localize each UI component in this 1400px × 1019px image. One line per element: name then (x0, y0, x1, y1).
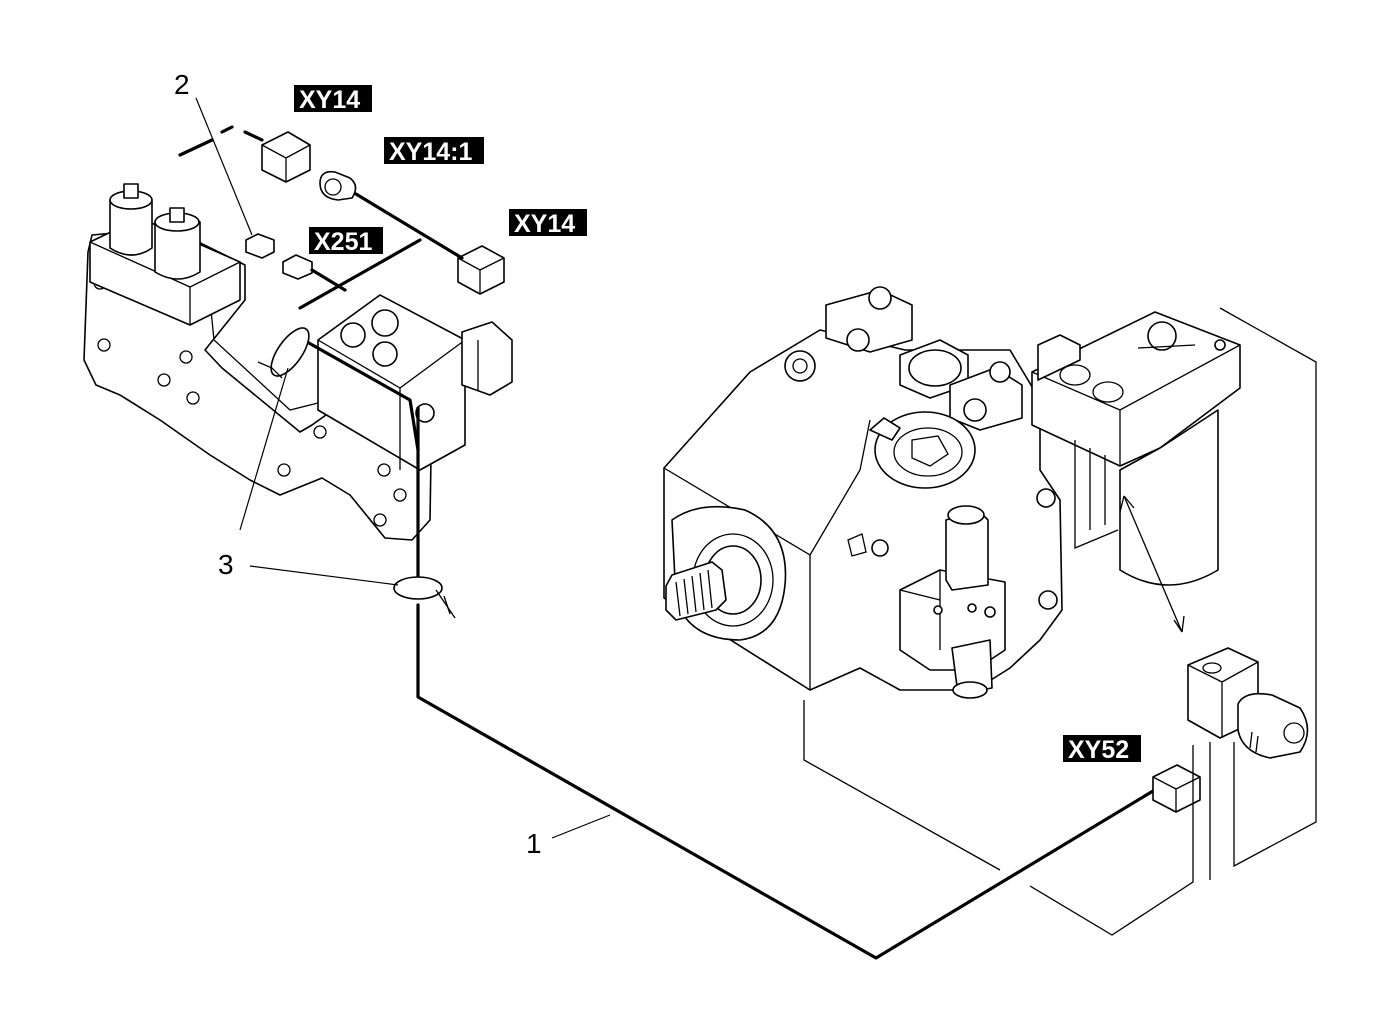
connector-x251-small (282, 254, 313, 280)
pressure-switch-assembly (1119, 495, 1309, 813)
filter-head (1031, 311, 1241, 467)
main-wiring-harness (298, 192, 1160, 960)
valve-block-assembly (83, 183, 513, 541)
valve-side-solenoid (461, 321, 513, 396)
cable-clip-upper (270, 327, 310, 377)
callout-number-1: 1 (526, 828, 542, 859)
connector-xy14-1-plug (319, 170, 357, 201)
callout-number-3: 3 (218, 549, 234, 580)
svg-text:X251: X251 (314, 228, 372, 256)
assembly-reference-lines (803, 307, 1317, 936)
connector-2-small (245, 233, 275, 259)
connector-xy14-plug (261, 131, 311, 183)
callout-number-2: 2 (174, 69, 190, 100)
svg-text:XY14: XY14 (299, 86, 360, 114)
tag-xy14-1: XY14:1 (384, 137, 484, 166)
svg-text:XY14:1: XY14:1 (389, 138, 472, 166)
filter-unit (1031, 311, 1241, 586)
tag-xy14-top: XY14 (294, 85, 372, 114)
tag-xy52: XY52 (1063, 735, 1141, 764)
svg-text:XY52: XY52 (1068, 736, 1129, 764)
cable-clip-lower (393, 576, 443, 600)
hydraulic-pump-assembly (663, 286, 1063, 699)
cable-clips (257, 327, 456, 619)
harness-connectors (178, 125, 505, 295)
filter-cartridge (1119, 409, 1219, 586)
tag-xy14-right: XY14 (509, 209, 587, 238)
tag-x251: X251 (309, 227, 383, 256)
pump-splined-shaft (665, 561, 727, 621)
callout-leaders (195, 97, 611, 839)
svg-text:XY14: XY14 (514, 210, 575, 238)
